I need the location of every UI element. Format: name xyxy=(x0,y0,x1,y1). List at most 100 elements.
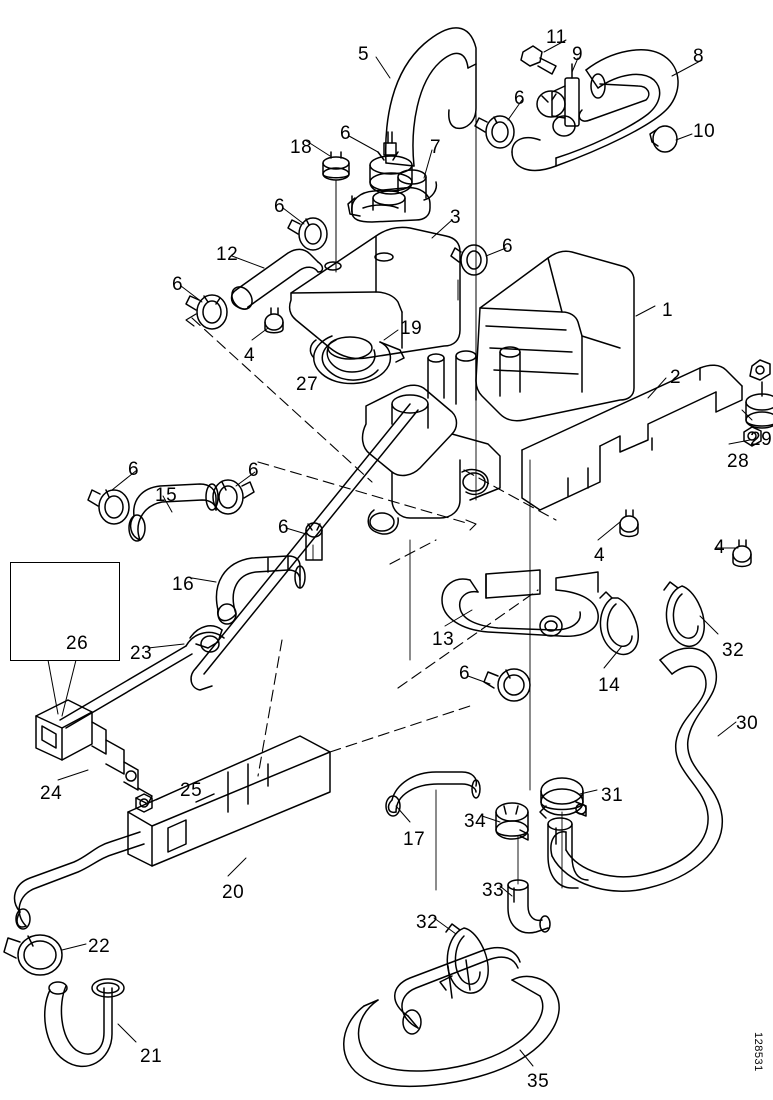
part-29-grommet xyxy=(745,381,773,429)
part-32-clamp-b xyxy=(439,923,489,994)
callout-2: 2 xyxy=(670,367,682,388)
callout-14: 14 xyxy=(598,675,621,696)
callout-7: 7 xyxy=(430,137,442,158)
part-4-bolt-a xyxy=(264,307,284,334)
axis-arrow-marks xyxy=(185,313,477,531)
detail-inset-box xyxy=(10,562,120,661)
callout-30: 30 xyxy=(736,713,759,734)
callout-4-b: 4 xyxy=(594,545,606,566)
part-6-clamp-a xyxy=(369,131,413,195)
callout-1: 1 xyxy=(662,300,674,321)
callout-20: 20 xyxy=(222,882,245,903)
part-leader-lines xyxy=(335,107,477,397)
part-6-clamp-i xyxy=(483,668,531,702)
part-block-pipes xyxy=(427,346,521,405)
part-4-bolt-c xyxy=(732,539,752,568)
part-35-branch xyxy=(394,946,521,1035)
inset-leader-lines xyxy=(47,659,77,717)
part-5-upper-hose xyxy=(384,27,477,167)
part-12-hose xyxy=(230,248,324,310)
callout-28: 28 xyxy=(727,451,750,472)
callout-8: 8 xyxy=(693,46,705,67)
part-9-connector xyxy=(536,63,580,137)
callout-6-i: 6 xyxy=(459,663,471,684)
part-engine-block xyxy=(361,384,501,535)
callout-6-h: 6 xyxy=(278,517,290,538)
callout-6-b: 6 xyxy=(340,123,352,144)
callout-9: 9 xyxy=(572,44,584,65)
part-6-clamp-e xyxy=(185,294,228,330)
callout-4-a: 4 xyxy=(244,345,256,366)
callout-29: 29 xyxy=(750,429,773,450)
callout-21: 21 xyxy=(140,1046,163,1067)
part-31-tube xyxy=(547,817,589,889)
callout-32-a: 32 xyxy=(722,640,745,661)
callout-26: 26 xyxy=(66,633,89,654)
callout-10: 10 xyxy=(693,121,716,142)
part-13-hose-loop xyxy=(441,569,599,637)
part-2-support-rail xyxy=(521,364,743,511)
part-4-bolt-b xyxy=(619,509,639,538)
part-35-hose xyxy=(343,975,560,1088)
part-1-radiator xyxy=(475,250,635,422)
callout-22: 22 xyxy=(88,936,111,957)
part-11-bolt xyxy=(520,45,557,75)
alignment-axes xyxy=(191,317,557,777)
part-6-clamp-h xyxy=(305,522,323,561)
part-13-clamp xyxy=(539,615,563,637)
part-19-strap xyxy=(312,335,405,385)
callout-19: 19 xyxy=(400,318,423,339)
part-16-hose-elbow xyxy=(215,555,306,625)
callout-3: 3 xyxy=(450,207,462,228)
callout-35: 35 xyxy=(527,1071,550,1092)
part-21-hose xyxy=(44,978,125,1068)
callout-6-g: 6 xyxy=(248,460,260,481)
callout-16: 16 xyxy=(172,574,195,595)
callout-13: 13 xyxy=(432,629,455,650)
callout-32-b: 32 xyxy=(416,912,439,933)
part-24-module xyxy=(35,699,153,805)
callout-12: 12 xyxy=(216,244,239,265)
callout-4-c: 4 xyxy=(714,537,726,558)
callout-leaders xyxy=(57,39,753,1067)
callout-15: 15 xyxy=(155,485,178,506)
callout-24: 24 xyxy=(40,783,63,804)
part-18-clamp xyxy=(322,151,350,181)
callout-17: 17 xyxy=(403,829,426,850)
part-22-clamp xyxy=(3,934,63,976)
part-27-tube xyxy=(190,403,419,691)
callout-6-d: 6 xyxy=(502,236,514,257)
part-7-thermostat-housing xyxy=(347,169,438,223)
callout-27: 27 xyxy=(296,374,319,395)
callout-33: 33 xyxy=(482,880,505,901)
part-6-clamp-f xyxy=(87,489,130,525)
callout-11: 11 xyxy=(546,27,567,48)
part-lower-left-hose xyxy=(13,831,145,930)
drawing-code: 128531 xyxy=(752,1032,764,1072)
part-6-clamp-d xyxy=(450,244,488,276)
assembly-leader-lines xyxy=(312,395,563,891)
part-25-fitting xyxy=(135,793,153,813)
part-8-hose-branch xyxy=(578,73,650,122)
part-20-bracket-rail xyxy=(127,735,331,867)
part-34-clamp xyxy=(495,802,529,841)
part-32-clamp-a xyxy=(663,581,705,648)
callout-6-e: 6 xyxy=(172,274,184,295)
callout-5: 5 xyxy=(358,44,370,65)
callout-6-c: 6 xyxy=(274,196,286,217)
part-8-hose-loop xyxy=(511,49,679,172)
part-29-washer xyxy=(749,359,771,381)
callout-23: 23 xyxy=(130,643,153,664)
part-33-elbow xyxy=(507,879,551,934)
part-31-clamp xyxy=(539,777,587,819)
callout-6-f: 6 xyxy=(128,459,140,480)
part-6-clamp-c xyxy=(287,217,328,251)
callout-18: 18 xyxy=(290,137,313,158)
callout-25: 25 xyxy=(180,780,203,801)
part-10-ring xyxy=(649,125,678,153)
part-6-clamp-b xyxy=(474,115,515,149)
part-3-expansion-tank xyxy=(288,226,461,373)
part-17-hose xyxy=(385,771,481,817)
